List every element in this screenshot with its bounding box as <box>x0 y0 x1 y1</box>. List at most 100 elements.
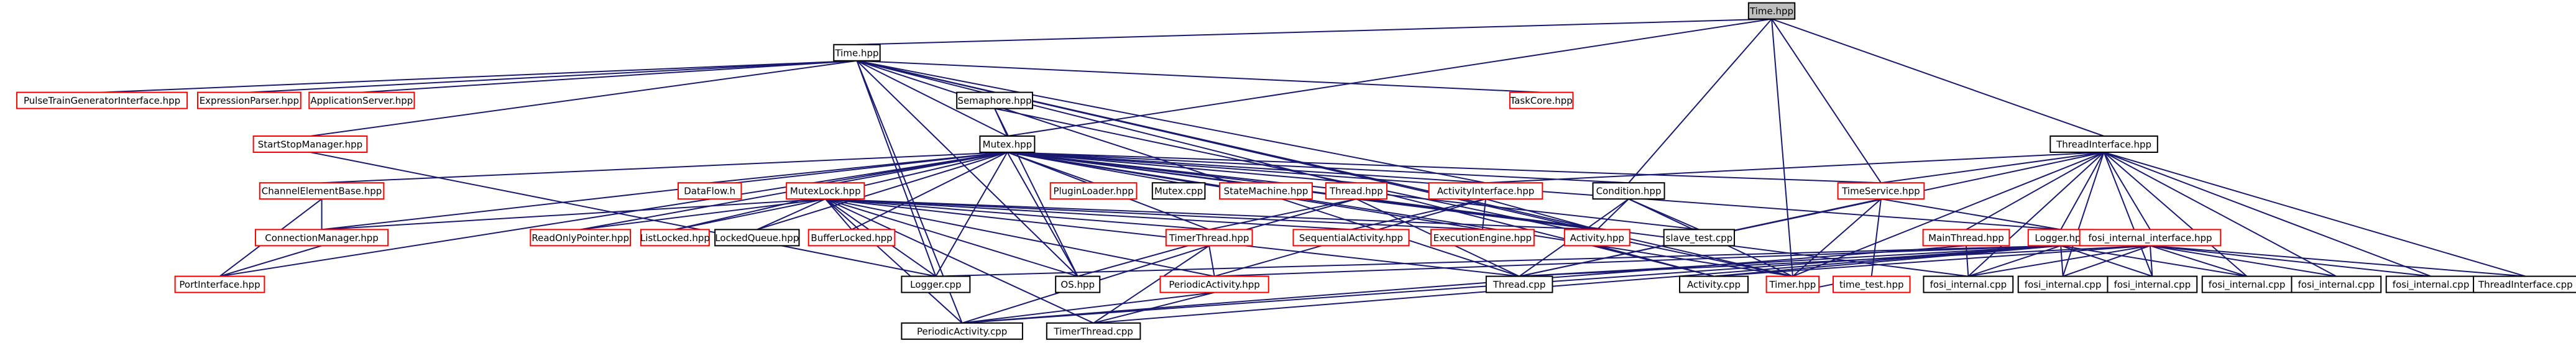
node-chanelem[interactable]: ChannelElementBase.hpp <box>259 182 385 200</box>
node-label-pulsetrain: PulseTrainGeneratorInterface.hpp <box>24 95 180 106</box>
node-mutex_cpp[interactable]: Mutex.cpp <box>1151 182 1206 200</box>
node-label-readonlyptr: ReadOnlyPointer.hpp <box>531 232 629 244</box>
node-time_hpp[interactable]: Time.hpp <box>833 44 881 62</box>
node-periodic_hpp[interactable]: PeriodicActivity.hpp <box>1159 275 1269 293</box>
node-time_hpp_root: Time.hpp <box>1747 2 1796 20</box>
edge-time_hpp-to-appserver <box>361 60 857 93</box>
node-seqactivity[interactable]: SequentialActivity.hpp <box>1292 229 1410 247</box>
node-activityiface[interactable]: ActivityInterface.hpp <box>1428 182 1543 200</box>
node-statemachine[interactable]: StateMachine.hpp <box>1219 182 1313 200</box>
edge-logger_hpp-to-logger_cpp <box>936 245 2061 277</box>
edge-activityiface-to-seqactivity <box>1351 198 1486 231</box>
edge-threadiface-to-fosi4 <box>2103 152 2248 277</box>
node-box-periodic_hpp <box>1159 275 1269 293</box>
edge-time_hpp-to-startstop <box>310 60 857 137</box>
node-bufferlocked[interactable]: BufferLocked.hpp <box>807 229 896 247</box>
edge-time_hpp_root-to-threadiface <box>1771 18 2104 137</box>
node-fosi6[interactable]: fosi_internal.cpp <box>2385 275 2477 293</box>
edge-fosi_iface-to-fosi3 <box>2149 245 2153 277</box>
edge-threadiface-to-threadiface_cpp <box>2104 152 2526 277</box>
edge-timeservice-to-logger_hpp <box>1880 198 2061 231</box>
node-fosi1[interactable]: fosi_internal.cpp <box>1923 275 2014 293</box>
edge-threadiface-to-fosi2 <box>2062 152 2105 277</box>
node-time_test[interactable]: time_test.hpp <box>1833 275 1911 293</box>
node-fosi2[interactable]: fosi_internal.cpp <box>2017 275 2109 293</box>
edge-mutex_hpp-to-condition <box>1007 152 1629 184</box>
node-label-threadiface: ThreadInterface.hpp <box>2056 139 2151 150</box>
node-taskcore[interactable]: TaskCore.hpp <box>1509 91 1574 109</box>
edge-mutexlock-to-readonlyptr <box>580 198 826 231</box>
edge-mutexlock-to-activity_hpp <box>825 198 1598 231</box>
node-mutexlock[interactable]: MutexLock.hpp <box>786 182 865 200</box>
node-box-mainthread <box>1922 229 2010 247</box>
node-box-timerthread_hpp <box>1165 229 1253 247</box>
node-readonlyptr[interactable]: ReadOnlyPointer.hpp <box>530 229 632 247</box>
edge-mutexlock-to-os_hpp <box>825 198 1079 277</box>
node-portiface[interactable]: PortInterface.hpp <box>174 275 265 293</box>
node-box-threadiface_cpp <box>2473 275 2576 293</box>
edge-time_hpp-to-os_hpp <box>856 60 1079 277</box>
node-timerthread_cpp[interactable]: TimerThread.cpp <box>1046 322 1141 340</box>
edge-time_hpp-to-activityiface <box>857 60 1486 184</box>
node-label-semaphore: Semaphore.hpp <box>958 95 1032 106</box>
node-periodic_cpp[interactable]: PeriodicActivity.cpp <box>901 322 1023 340</box>
edge-fosi_iface-to-threadiface_cpp <box>2150 245 2526 277</box>
node-fosi4[interactable]: fosi_internal.cpp <box>2201 275 2293 293</box>
node-timeservice[interactable]: TimeService.hpp <box>1837 182 1925 200</box>
node-label-thread_cpp: Thread.cpp <box>1493 279 1546 290</box>
node-label-fosi_iface: fosi_internal_interface.hpp <box>2088 232 2212 244</box>
node-box-time_hpp <box>833 44 881 62</box>
edge-mainthread-to-fosi1 <box>1965 245 1969 277</box>
node-connmgr[interactable]: ConnectionManager.hpp <box>255 229 389 247</box>
node-pluginloader[interactable]: PluginLoader.hpp <box>1049 182 1138 200</box>
node-box-fosi6 <box>2385 275 2477 293</box>
node-logger_cpp[interactable]: Logger.cpp <box>901 275 971 293</box>
node-threadiface[interactable]: ThreadInterface.hpp <box>2049 135 2158 153</box>
node-execengine[interactable]: ExecutionEngine.hpp <box>1430 229 1535 247</box>
node-mutex_hpp[interactable]: Mutex.hpp <box>979 135 1036 153</box>
node-timer_hpp[interactable]: Timer.hpp <box>1765 275 1820 293</box>
edge-time_hpp-to-mutex_hpp <box>857 60 1008 137</box>
node-box-activityiface <box>1428 182 1543 200</box>
edge-fosi_iface-to-fosi6 <box>2150 245 2431 277</box>
edge-condition-to-activity_hpp <box>1596 198 1629 231</box>
node-thread_hpp[interactable]: Thread.hpp <box>1325 182 1387 200</box>
node-fosi_iface[interactable]: fosi_internal_interface.hpp <box>2079 229 2222 247</box>
node-timerthread_hpp[interactable]: TimerThread.hpp <box>1165 229 1253 247</box>
node-label-fosi3: fosi_internal.cpp <box>2114 279 2191 291</box>
node-threadiface_cpp[interactable]: ThreadInterface.cpp <box>2473 275 2576 293</box>
node-lockedqueue[interactable]: LockedQueue.hpp <box>714 229 800 247</box>
node-startstop[interactable]: StartStopManager.hpp <box>252 135 368 153</box>
node-mainthread[interactable]: MainThread.hpp <box>1922 229 2010 247</box>
node-activity_hpp[interactable]: Activity.hpp <box>1563 229 1631 247</box>
node-box-threadiface <box>2049 135 2158 153</box>
node-box-dataflow <box>677 182 742 200</box>
node-appserver[interactable]: ApplicationServer.hpp <box>308 91 415 109</box>
node-box-logger_cpp <box>901 275 971 293</box>
node-slave_test[interactable]: slave_test.cpp <box>1663 229 1736 247</box>
node-label-portiface: PortInterface.hpp <box>179 279 260 290</box>
node-fosi3[interactable]: fosi_internal.cpp <box>2107 275 2198 293</box>
node-box-pluginloader <box>1049 182 1138 200</box>
node-label-time_test: time_test.hpp <box>1839 279 1904 291</box>
node-os_hpp[interactable]: OS.hpp <box>1055 275 1101 293</box>
node-label-mainthread: MainThread.hpp <box>1928 232 2004 244</box>
node-label-os_hpp: OS.hpp <box>1060 279 1095 290</box>
edge-semaphore-to-timer_hpp <box>994 108 1793 277</box>
node-activity_cpp[interactable]: Activity.cpp <box>1679 275 1749 293</box>
node-label-condition: Condition.hpp <box>1596 186 1662 197</box>
node-listlocked[interactable]: ListLocked.hpp <box>640 229 710 247</box>
node-box-time_hpp_root <box>1747 2 1796 20</box>
node-fosi5[interactable]: fosi_internal.cpp <box>2291 275 2382 293</box>
edge-fosi_iface-to-fosi4 <box>2150 245 2247 277</box>
edge-mutex_hpp-to-fosi1 <box>1007 152 1969 277</box>
node-label-execengine: ExecutionEngine.hpp <box>1433 232 1532 244</box>
node-condition[interactable]: Condition.hpp <box>1592 182 1665 200</box>
node-pulsetrain[interactable]: PulseTrainGeneratorInterface.hpp <box>16 91 188 109</box>
node-thread_cpp[interactable]: Thread.cpp <box>1485 275 1553 293</box>
edge-timerthread_hpp-to-periodic_hpp <box>1208 245 1215 277</box>
node-exprparser[interactable]: ExpressionParser.hpp <box>196 91 301 109</box>
node-semaphore[interactable]: Semaphore.hpp <box>956 91 1033 109</box>
node-dataflow[interactable]: DataFlow.h <box>677 182 742 200</box>
